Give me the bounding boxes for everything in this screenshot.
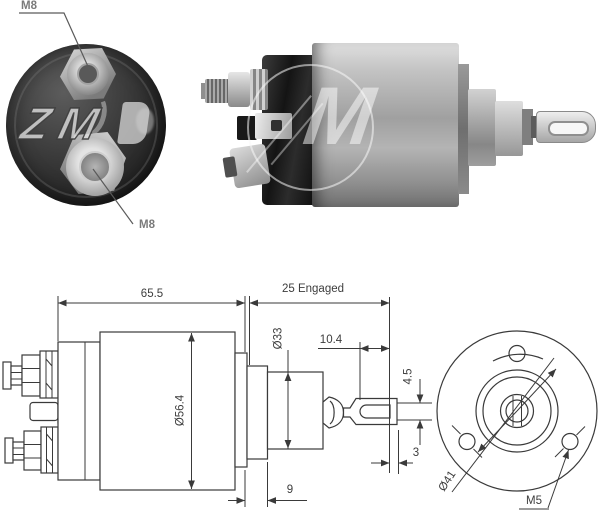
- dim-boss-length-label: 9: [286, 484, 294, 496]
- watermark-ring: [247, 64, 374, 191]
- top-terminal-stud: [77, 63, 99, 85]
- dim-engaged-label: 25 Engaged: [281, 283, 345, 295]
- drawing-rear-view: [436, 330, 598, 510]
- drawing-terminals: [2, 350, 101, 474]
- bottom-terminal-stud: [79, 151, 111, 183]
- dim-front-diameter-label: Ø33: [272, 327, 285, 350]
- fork-slot: [548, 121, 589, 136]
- dim-slot-length-label: 10.4: [319, 334, 343, 346]
- dim-tip-thickness-label: 3: [412, 447, 420, 459]
- dim-body-length-label: 65.5: [140, 288, 164, 300]
- m8-top-label: M8: [21, 0, 37, 12]
- dim-bolt-circle-label: Ø41: [436, 468, 459, 494]
- front-bushing: [495, 101, 523, 156]
- dimension-lines: [57, 296, 432, 507]
- front-ring: [458, 64, 469, 194]
- zm-watermark: ZM: [15, 97, 114, 150]
- upper-stud-thread: [205, 79, 229, 103]
- dim-body-diameter-label: Ø56.4: [174, 394, 187, 427]
- upper-stud-end: [201, 83, 207, 99]
- front-housing: [468, 89, 496, 166]
- drawing-body: [57, 331, 398, 491]
- m-watermark: M: [298, 71, 380, 162]
- m8-bottom-label: M8: [139, 219, 155, 231]
- upper-stud-nut: [228, 72, 250, 107]
- dim-mount-thread-label: M5: [526, 495, 542, 507]
- dim-slot-width-label: 4.5: [402, 368, 415, 385]
- plunger-step: [522, 109, 533, 145]
